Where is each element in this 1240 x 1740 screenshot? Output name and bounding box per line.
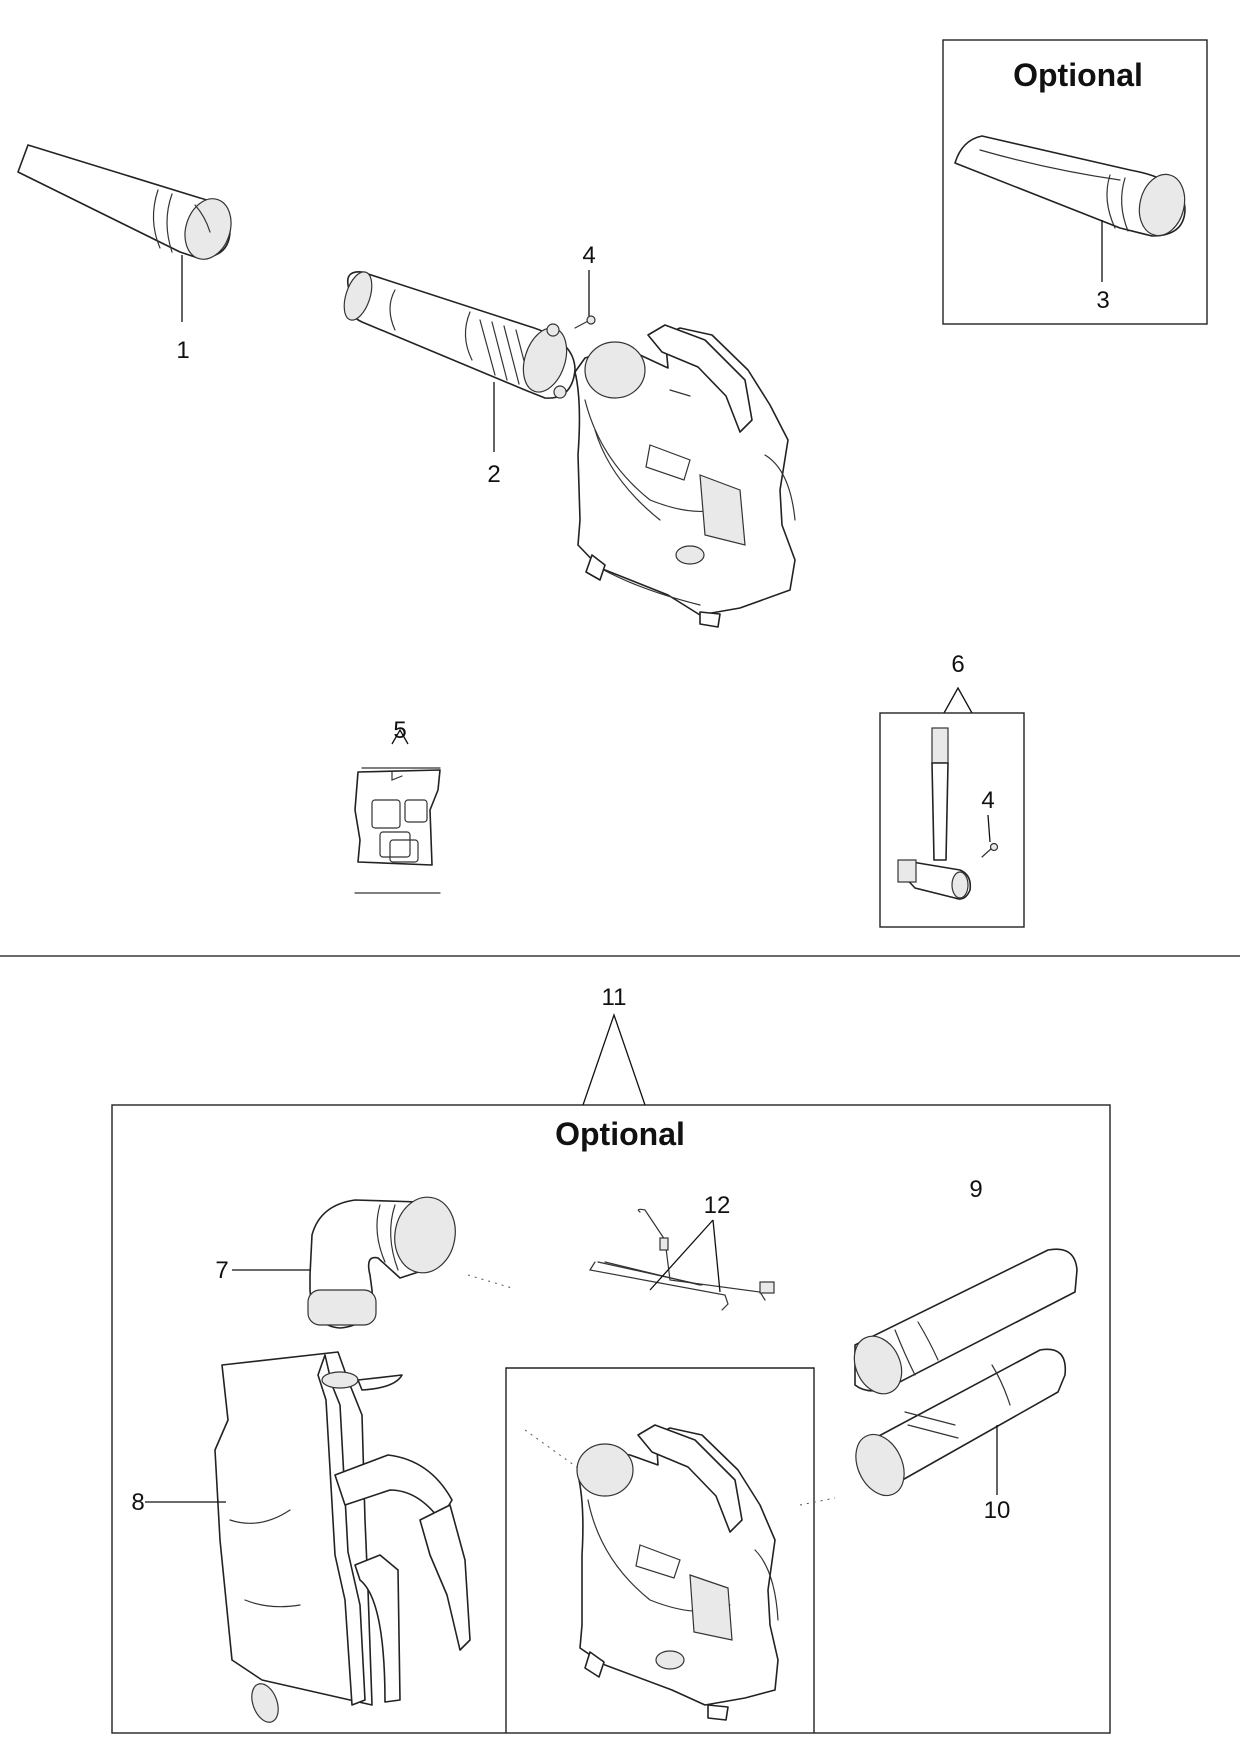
part-10-attachment-pipe [855,1348,1067,1497]
callout-8: 8 [131,1489,144,1516]
callout-1: 1 [176,337,189,364]
callout-9: 9 [969,1176,982,1203]
part-4-screw-kit [981,842,999,858]
callout-3: 3 [1096,287,1109,314]
part-4-screw [574,315,596,329]
callout-5: 5 [393,717,406,744]
inner-unit-box [505,1367,815,1733]
optional-label-top: Optional [1013,57,1143,93]
callout-6: 6 [951,651,964,678]
callout-2: 2 [487,461,500,488]
part-8-collection-bag [214,1351,471,1723]
callout-11: 11 [602,984,627,1011]
blower-unit-bottom [576,1424,779,1721]
optional-label-bottom: Optional [555,1116,685,1152]
part-12-wire-hook [589,1208,775,1311]
callout-12: 12 [704,1192,731,1219]
leader-11 [582,1013,646,1106]
part-1-blower-pipe [17,144,232,260]
blower-unit-top [574,324,796,628]
part-9-nozzle-pipe [853,1248,1078,1395]
callout-7: 7 [215,1257,228,1284]
part-5-decal-sheet [354,728,441,894]
leader-12 [649,1219,721,1293]
part-6-spark-plug-wrench [897,727,972,900]
leader-6 [943,686,973,714]
callout-10: 10 [984,1497,1011,1524]
toolkit-box [879,712,1025,928]
part-7-elbow-pipe [307,1196,456,1329]
optional-box-top [942,39,1208,325]
callout-4b: 4 [981,787,994,814]
leader-4b [987,814,991,843]
part-3-flat-nozzle [954,135,1186,237]
part-2-blower-pipe-with-clamp [343,271,576,399]
optional-box-bottom [111,1104,1111,1734]
callout-4a: 4 [582,242,595,269]
